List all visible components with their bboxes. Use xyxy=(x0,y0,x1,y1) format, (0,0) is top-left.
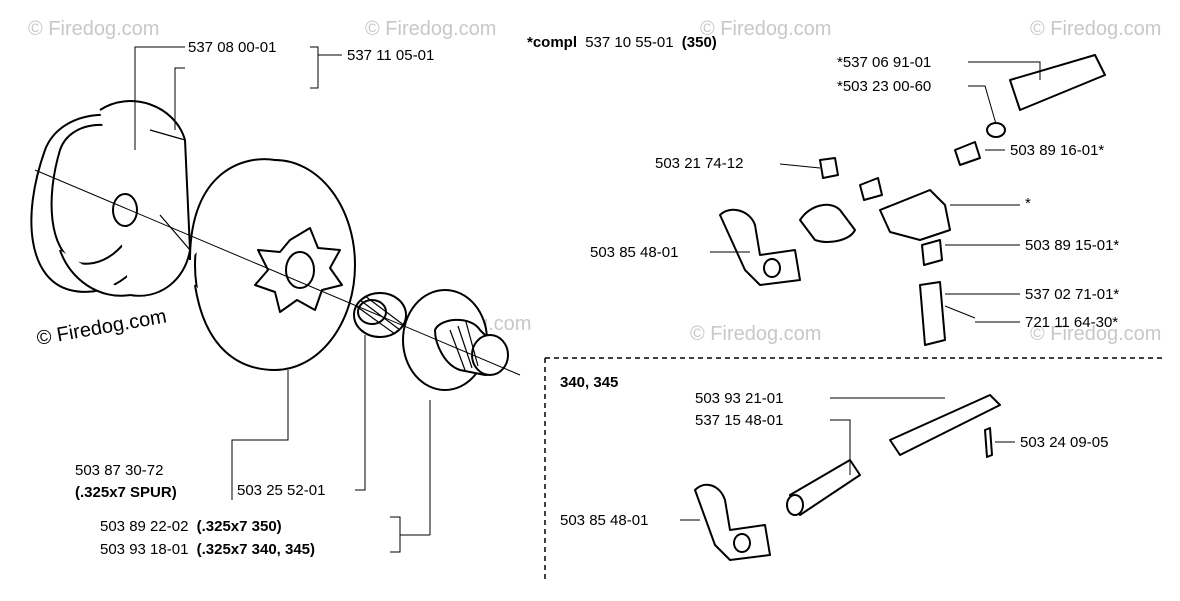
header-number: 537 10 55-01 xyxy=(585,34,673,51)
watermark-5: © Firedog.com xyxy=(690,323,821,345)
label-537-11-05-01: 537 11 05-01 xyxy=(347,47,434,64)
header-model: (350) xyxy=(682,34,717,51)
watermark-6: © Firedog.com xyxy=(1030,323,1161,345)
label-503-93-18-01-spec: (.325x7 340, 345) xyxy=(197,541,315,558)
watermark-1: © Firedog.com xyxy=(28,18,159,40)
watermark-4: © Firedog.com xyxy=(1030,18,1161,40)
label-537-06-91-01: *537 06 91-01 xyxy=(837,54,931,71)
clutch-drum xyxy=(189,158,356,371)
firedog-credit: © Firedog.com xyxy=(35,305,168,349)
spur-sprocket xyxy=(402,289,509,391)
shaft-axis-line xyxy=(34,169,521,376)
watermark-3: © Firedog.com xyxy=(700,18,831,40)
header-prefix: *compl xyxy=(527,34,577,51)
label-spur-spec: (.325x7 SPUR) xyxy=(75,484,177,501)
label-503-89-22-02-line: 503 89 22-02 (.325x7 350) xyxy=(100,518,282,535)
label-503-24-09-05: 503 24 09-05 xyxy=(1020,434,1108,451)
label-503-87-30-72: 503 87 30-72 xyxy=(75,462,163,479)
label-537-02-71-01: 537 02 71-01* xyxy=(1025,286,1119,303)
label-537-08-00-01: 537 08 00-01 xyxy=(188,39,276,56)
section-models: 340, 345 xyxy=(560,374,618,391)
needle-bearing xyxy=(353,292,407,338)
label-503-85-48-01-top: 503 85 48-01 xyxy=(590,244,678,261)
label-503-21-74-12: 503 21 74-12 xyxy=(655,155,743,172)
label-721-11-64-30: 721 11 64-30* xyxy=(1025,314,1118,331)
label-503-23-00-60: *503 23 00-60 xyxy=(837,78,931,95)
label-503-25-52-01: 503 25 52-01 xyxy=(237,482,325,499)
label-asterisk: * xyxy=(1025,195,1031,212)
label-503-89-22-02: 503 89 22-02 xyxy=(100,518,188,535)
label-503-89-22-02-spec: (.325x7 350) xyxy=(197,518,282,535)
header-line: *compl 537 10 55-01 (350) xyxy=(527,34,717,51)
watermark-2: © Firedog.com xyxy=(365,18,496,40)
oil-pump-assembly xyxy=(719,54,1106,346)
label-503-93-21-01: 503 93 21-01 xyxy=(695,390,783,407)
label-503-93-18-01-line: 503 93 18-01 (.325x7 340, 345) xyxy=(100,541,315,558)
oil-pump-340-345 xyxy=(694,394,1001,561)
clutch-shoe-assembly xyxy=(30,100,191,297)
label-503-93-18-01: 503 93 18-01 xyxy=(100,541,188,558)
label-503-89-15-01: 503 89 15-01* xyxy=(1025,237,1119,254)
label-503-89-16-01: 503 89 16-01* xyxy=(1010,142,1104,159)
label-537-15-48-01: 537 15 48-01 xyxy=(695,412,783,429)
label-503-85-48-01-bottom: 503 85 48-01 xyxy=(560,512,648,529)
leader-lines xyxy=(134,46,1041,553)
